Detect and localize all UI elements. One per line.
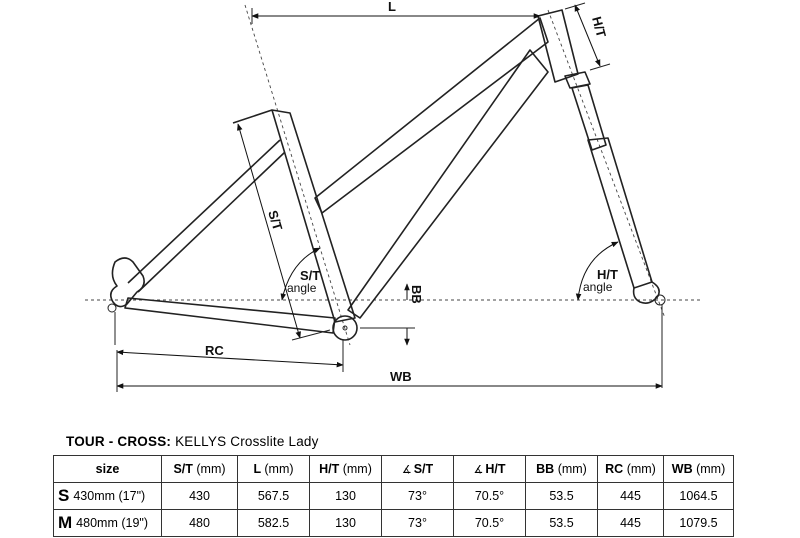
angle-icon: ∡	[473, 464, 484, 476]
cell-seat-tube-angle: 73°	[381, 509, 454, 537]
series-name: TOUR - CROSS:	[66, 434, 172, 449]
reference-lines	[85, 4, 700, 346]
bike-frame	[107, 9, 579, 345]
label-st-angle-2: angle	[287, 281, 317, 295]
model-name: KELLYS Crosslite Lady	[175, 434, 319, 449]
cell-head-tube-angle: 70.5°	[453, 482, 526, 510]
label-ht: H/T	[589, 15, 609, 39]
geometry-table: size S/T (mm) L (mm) H/T (mm) ∡S/T ∡H/T …	[53, 455, 734, 537]
header-head-tube: H/T (mm)	[309, 455, 382, 483]
cell-length: 567.5	[237, 482, 310, 510]
header-wb: WB (mm)	[663, 455, 734, 483]
cell-rc: 445	[597, 482, 664, 510]
label-ht-angle-2: angle	[583, 280, 613, 294]
model-caption: TOUR - CROSS: KELLYS Crosslite Lady	[66, 434, 319, 449]
angle-icon: ∡	[401, 464, 412, 476]
label-st: S/T	[265, 208, 285, 232]
cell-seat-tube-angle: 73°	[381, 482, 454, 510]
cell-head-tube: 130	[309, 509, 382, 537]
table-header-row: size S/T (mm) L (mm) H/T (mm) ∡S/T ∡H/T …	[53, 455, 734, 483]
cell-bb: 53.5	[525, 509, 598, 537]
cell-head-tube: 130	[309, 482, 382, 510]
header-length: L (mm)	[237, 455, 310, 483]
cell-rc: 445	[597, 509, 664, 537]
label-rc: RC	[205, 343, 224, 358]
header-size: size	[53, 455, 162, 483]
header-bb: BB (mm)	[525, 455, 598, 483]
header-head-tube-angle: ∡H/T	[453, 455, 526, 483]
cell-wb: 1064.5	[663, 482, 734, 510]
bike-geometry-diagram: L H/T S/T S/T angle H/T angle BB RC WB	[85, 0, 700, 392]
cell-seat-tube: 430	[161, 482, 238, 510]
label-ht-angle-1: H/T	[597, 267, 618, 282]
label-wb: WB	[390, 369, 412, 384]
cell-length: 582.5	[237, 509, 310, 537]
header-seat-tube-angle: ∡S/T	[381, 455, 454, 483]
cell-seat-tube: 480	[161, 509, 238, 537]
cell-wb: 1079.5	[663, 509, 734, 537]
suspension-fork	[564, 71, 666, 388]
header-seat-tube: S/T (mm)	[161, 455, 238, 483]
label-l: L	[388, 0, 396, 14]
dimension-lines	[116, 2, 663, 392]
label-st-angle-1: S/T	[300, 268, 320, 283]
cell-bb: 53.5	[525, 482, 598, 510]
cell-head-tube-angle: 70.5°	[453, 509, 526, 537]
header-rc: RC (mm)	[597, 455, 664, 483]
label-bb: BB	[409, 285, 424, 304]
